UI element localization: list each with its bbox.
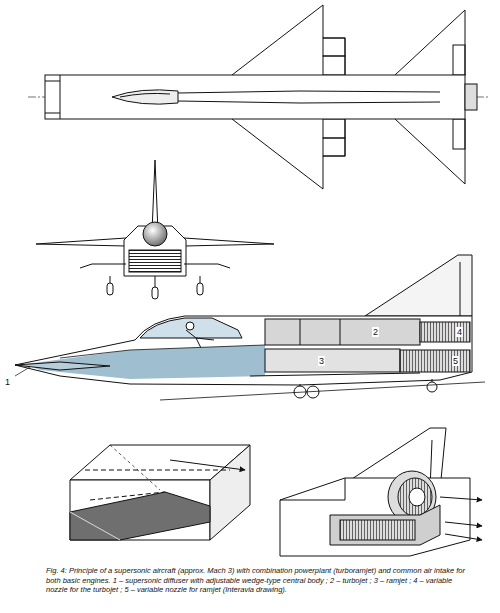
front-view <box>36 160 274 299</box>
side-view <box>15 255 485 400</box>
callout-number: 3 <box>318 356 325 366</box>
callout-number: 5 <box>452 356 459 366</box>
top-view <box>28 5 488 189</box>
intake-inset <box>70 445 250 540</box>
callout-number: 2 <box>372 327 379 337</box>
callout-number: 1 <box>4 377 11 387</box>
figure-caption: Fig. 4: Principle of a supersonic aircra… <box>46 566 466 595</box>
nozzle-inset <box>280 428 482 556</box>
callout-number: 4 <box>456 327 463 337</box>
